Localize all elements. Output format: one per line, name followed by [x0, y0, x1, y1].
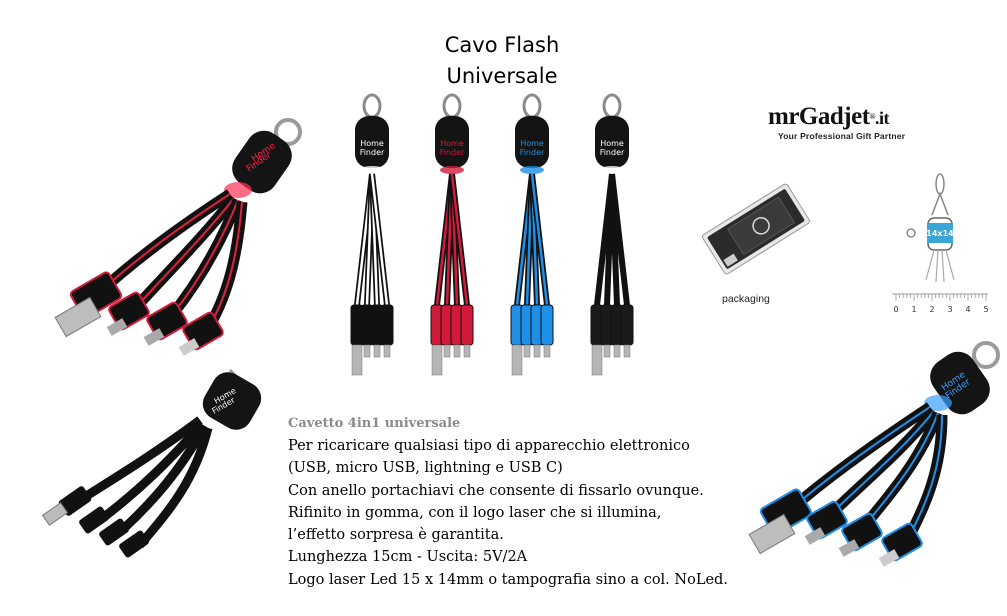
page-title-line-2: Universale [446, 64, 558, 88]
svg-text:Home: Home [520, 139, 544, 148]
product-image-blue-cable: Home Finder [748, 341, 1000, 567]
svg-text:Home: Home [600, 139, 624, 148]
print-area-label: 14x14 [926, 229, 954, 238]
ruler-tick-label: 4 [965, 305, 970, 314]
product-description: Cavetto 4in1 universale Per ricaricare q… [288, 413, 768, 591]
svg-text:Finder: Finder [440, 148, 465, 157]
description-line: Lunghezza 15cm - Uscita: 5V/2A [288, 549, 528, 566]
packaging-image [702, 183, 810, 275]
registered-mark: ® [869, 112, 876, 121]
description-line: Per ricaricare qualsiasi tipo di apparec… [288, 438, 690, 454]
size-diagram: 14x14 0 1 2 3 4 5 [892, 173, 989, 314]
ruler-tick-label: 1 [911, 305, 916, 314]
brand-logo: mrGadjet®.it Your Professional Gift Part… [768, 104, 928, 142]
page-title: Cavo Flash Universale [402, 30, 602, 92]
description-line: (USB, micro USB, lightning e USB C) [288, 460, 563, 477]
description-line: Logo laser Led 15 x 14mm o tampografia s… [288, 571, 728, 588]
svg-text:Home: Home [360, 139, 384, 148]
svg-text:Finder: Finder [520, 148, 545, 157]
description-heading: Cavetto 4in1 universale [288, 416, 461, 431]
description-line: l’effetto sorpresa è garantita. [288, 527, 504, 544]
brand-tagline: Your Professional Gift Partner [778, 131, 906, 141]
page-title-line-1: Cavo Flash [444, 33, 560, 57]
brand-tld: .it [875, 108, 890, 128]
ruler-tick-label: 5 [983, 305, 988, 314]
brand-name: mrGadjet [768, 103, 870, 130]
description-line: Con anello portachiavi che consente di f… [288, 482, 704, 499]
packaging-label: packaging [722, 293, 770, 305]
svg-text:Finder: Finder [600, 148, 625, 157]
ruler-tick-label: 2 [929, 305, 934, 314]
ruler-tick-label: 0 [893, 305, 898, 314]
brand-wordmark: mrGadjet®.it [768, 104, 928, 131]
description-line: Rifinito in gomma, con il logo laser che… [288, 504, 662, 521]
ruler-tick-label: 3 [947, 305, 952, 314]
product-image-red-cable: Home Finder [54, 118, 302, 356]
svg-text:Finder: Finder [360, 148, 385, 157]
product-image-black-cable: Home Finder [41, 368, 262, 558]
svg-text:Home: Home [440, 139, 464, 148]
